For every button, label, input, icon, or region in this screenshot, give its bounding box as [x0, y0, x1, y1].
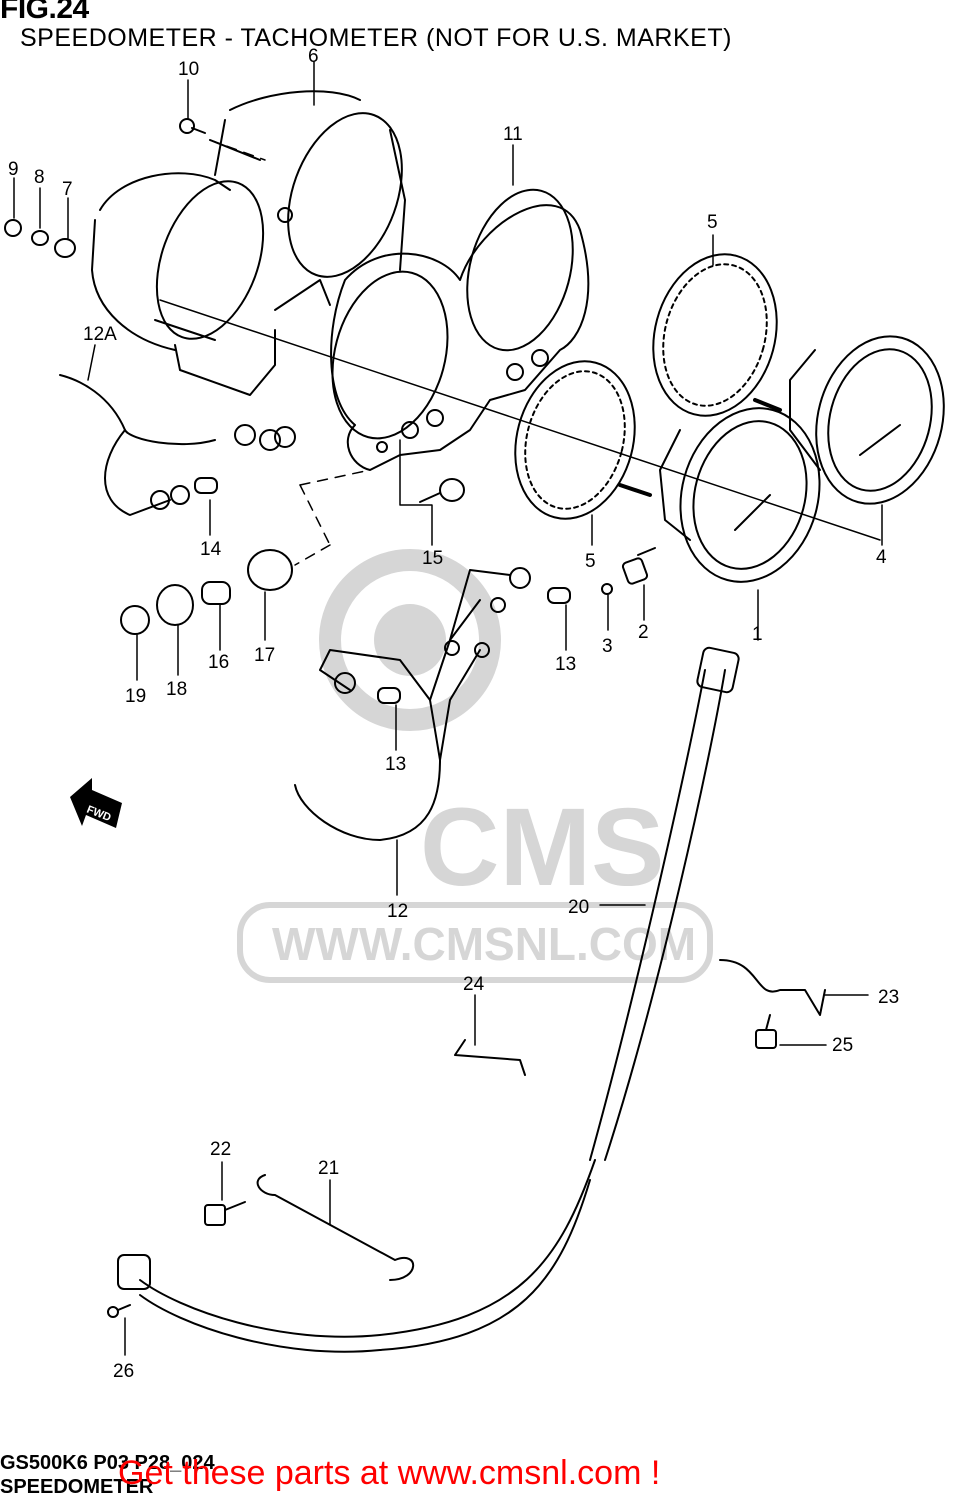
case-screw-part: [179, 118, 206, 134]
callout-19: 19: [125, 686, 146, 707]
callout-24: 24: [463, 974, 485, 995]
callout-7: 7: [62, 179, 73, 200]
gauge-ring-part: [652, 253, 778, 417]
harness-12a-part: [59, 374, 296, 516]
cable-clamp-21: [256, 1174, 415, 1281]
meter-bolt-part: [621, 547, 656, 585]
callout-10: 10: [178, 59, 199, 80]
bolt-25-part: [755, 1029, 777, 1049]
callout-22: 22: [210, 1139, 231, 1160]
callout-20: 20: [568, 897, 589, 918]
callout-12: 12: [387, 901, 408, 922]
callout-25: 25: [832, 1035, 853, 1056]
grommet-part: [247, 549, 293, 591]
callout-21: 21: [318, 1158, 339, 1179]
callout-15: 15: [422, 548, 443, 569]
figure-subtitle: SPEEDOMETER - TACHOMETER (NOT FOR U.S. M…: [20, 24, 732, 52]
footer-figure-code: GS500K6 P03 P28_024: [0, 1452, 215, 1474]
footer-figure-name: SPEEDOMETER: [0, 1476, 154, 1498]
callout-1: 1: [752, 624, 763, 645]
small-screw-part: [601, 583, 613, 595]
callout-labels: 1 2 3 4 5 5 6 7 8 9 10 11 12 12A 13 13 1…: [8, 46, 899, 1382]
callout-2: 2: [638, 622, 649, 643]
bezel-bolt-part: [419, 478, 465, 503]
callout-5-lower: 5: [585, 551, 596, 572]
watermark-brand: CMS: [420, 786, 664, 909]
callout-23: 23: [878, 987, 899, 1008]
callout-26: 26: [113, 1361, 134, 1382]
nut-part: [120, 605, 150, 635]
gauge-ring-part: [514, 360, 636, 520]
callout-17: 17: [254, 645, 275, 666]
footer-cta-link[interactable]: Get these parts at www.cmsnl.com !: [118, 1454, 661, 1492]
cable-guide-23: [719, 959, 826, 1016]
callout-14: 14: [200, 539, 222, 560]
callout-16: 16: [208, 652, 229, 673]
speedometer-cable-part: [117, 646, 740, 1353]
fwd-direction-marker: FWD: [70, 778, 122, 828]
callout-13-right: 13: [555, 654, 576, 675]
nut-washer-parts: [4, 219, 76, 258]
meter-case-part: [91, 90, 406, 396]
figure-title: FIG.24: [0, 0, 89, 25]
leader-lines: [13, 61, 883, 1356]
callout-9: 9: [8, 159, 19, 180]
speedometer-part: [618, 407, 821, 583]
callout-4: 4: [876, 547, 887, 568]
callout-8: 8: [34, 167, 45, 188]
callout-6: 6: [308, 46, 319, 67]
callout-11: 11: [503, 124, 523, 145]
harness-12-part: [294, 567, 571, 841]
bezel-plate-part: [330, 188, 590, 471]
callout-18: 18: [166, 679, 187, 700]
bulb-part: [201, 581, 231, 605]
washer-part: [156, 584, 194, 626]
cms-watermark: CMS WWW.CMSNL.COM: [237, 549, 713, 983]
bolt-22-part: [204, 1204, 226, 1226]
screw-26-part: [107, 1306, 119, 1318]
callout-3: 3: [602, 636, 613, 657]
tachometer-part: [753, 335, 945, 505]
clamp-24: [454, 1039, 526, 1076]
watermark-url: WWW.CMSNL.COM: [272, 918, 696, 970]
callout-13-left: 13: [385, 754, 406, 775]
callout-12a: 12A: [83, 324, 117, 345]
callout-5-upper: 5: [707, 212, 718, 233]
